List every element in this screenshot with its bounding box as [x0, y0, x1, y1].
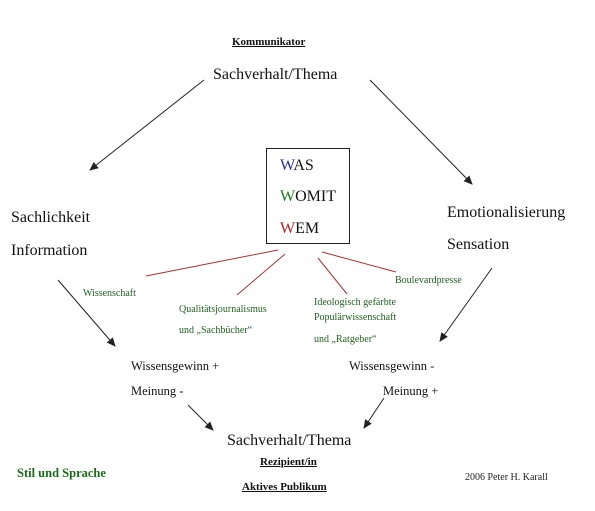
right-effect-wissensgewinn: Wissensgewinn - — [349, 359, 435, 373]
arrow-right-effects-to-bottom — [363, 397, 385, 429]
right-label-emotionalisierung: Emotionalisierung — [447, 204, 566, 221]
aktives-publikum-heading: Aktives Publikum — [242, 481, 327, 493]
was-womit-wem-box: WAS WOMIT WEM — [266, 148, 350, 244]
box-row-was: WAS — [280, 158, 314, 174]
media-quality-line2: und „Sachbücher“ — [179, 325, 253, 336]
bottom-subject-label: Sachverhalt/Thema — [227, 432, 352, 449]
author-credit: 2006 Peter H. Karall — [465, 472, 548, 483]
box-row-wem: WEM — [280, 221, 319, 237]
box-row-was-rest: AS — [293, 157, 314, 174]
box-row-wem-rest: EM — [295, 220, 320, 237]
arrow-top-to-right — [369, 79, 473, 185]
left-label-sachlichkeit: Sachlichkeit — [11, 209, 91, 226]
media-ideology-line1: Ideologisch gefärbte — [314, 297, 396, 308]
red-line-quality — [236, 253, 286, 296]
media-ideology-line3: und „Ratgeber“ — [314, 334, 377, 345]
arrow-left-to-effects — [57, 279, 116, 347]
stil-und-sprache-label: Stil und Sprache — [17, 466, 106, 480]
right-effect-meinung: Meinung + — [383, 384, 439, 398]
media-ideology-line2: Populärwissenschaft — [314, 312, 397, 323]
box-row-womit-rest: OMIT — [295, 188, 336, 205]
left-label-information: Information — [11, 242, 88, 259]
media-boulevard: Boulevardpresse — [395, 275, 462, 286]
red-line-wissenschaft — [145, 249, 279, 277]
media-wissenschaft: Wissenschaft — [83, 288, 136, 299]
letter-w-blue: W — [280, 157, 294, 174]
left-effect-meinung: Meinung - — [131, 384, 184, 398]
kommunikator-heading: Kommunikator — [232, 36, 306, 48]
red-line-boulevard — [321, 251, 397, 273]
arrow-right-to-effects — [439, 267, 493, 342]
arrow-left-effects-to-bottom — [187, 404, 214, 431]
arrow-top-to-left — [89, 79, 205, 171]
letter-w-green: W — [280, 188, 296, 205]
box-row-womit: WOMIT — [280, 189, 336, 205]
red-line-ideology — [317, 257, 348, 295]
right-label-sensation: Sensation — [447, 236, 510, 253]
top-subject-label: Sachverhalt/Thema — [213, 66, 338, 83]
letter-w-red: W — [280, 220, 296, 237]
media-quality-line1: Qualitätsjournalismus — [179, 304, 267, 315]
left-effect-wissensgewinn: Wissensgewinn + — [131, 359, 220, 373]
rezipient-heading: Rezipient/in — [260, 456, 317, 468]
